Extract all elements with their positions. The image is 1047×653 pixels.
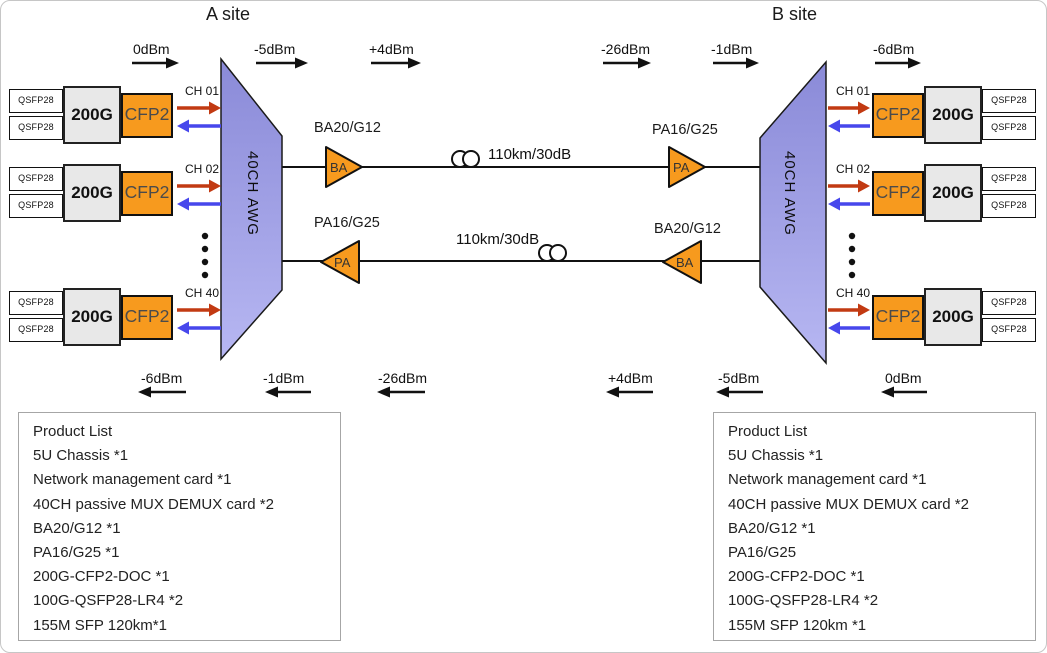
power-label: -26dBm	[601, 41, 651, 57]
product-list-item: PA16/G25 *1	[33, 544, 120, 562]
product-list-item: Network management card *1	[33, 471, 232, 489]
power-flow-arrow-right	[132, 57, 921, 69]
booster-model-label: BA20/G12	[654, 221, 721, 237]
awg-label-site-b: 40CH AWG	[781, 151, 798, 236]
channel-rx-arrows-site-a	[177, 119, 221, 335]
qsfp28-module: QSFP28	[982, 194, 1036, 218]
preamp-model-label: PA16/G25	[314, 215, 380, 231]
channel-label: CH 40	[185, 286, 220, 300]
qsfp28-module: QSFP28	[9, 116, 63, 140]
cfp2-line-module: CFP2	[121, 93, 173, 138]
product-list-item: BA20/G12 *1	[728, 519, 816, 537]
cfp2-line-module: CFP2	[872, 93, 924, 138]
booster-amp-a-label: BA	[330, 160, 348, 175]
product-list-item: 200G-CFP2-DOC *1	[728, 568, 865, 586]
site-b-title: B site	[772, 4, 818, 24]
qsfp28-module: QSFP28	[982, 318, 1036, 342]
channel-label: CH 01	[836, 84, 871, 98]
product-list-item: 5U Chassis *1	[33, 447, 129, 465]
200g-muxponder: 200G	[924, 288, 982, 346]
product-list-item: Network management card *1	[728, 471, 927, 489]
booster-amp-b-label: BA	[676, 255, 694, 270]
power-label: +4dBm	[369, 41, 414, 57]
product-list-site-b: Product List 5U Chassis *1 Network manag…	[713, 412, 1036, 641]
200g-muxponder: 200G	[63, 164, 121, 222]
cfp2-line-module: CFP2	[872, 171, 924, 216]
power-label: -5dBm	[718, 370, 760, 386]
coil-circle	[462, 150, 480, 168]
channel-rx-arrows-site-b	[828, 119, 870, 335]
fiber-coil-icon	[451, 150, 480, 168]
preamp-model-label: PA16/G25	[652, 122, 718, 138]
channel-tx-arrows-site-a	[177, 101, 221, 317]
product-list-item: 100G-QSFP28-LR4 *2	[33, 592, 184, 610]
fiber-span-label: 110km/30dB	[488, 146, 572, 163]
product-list-item: 155M SFP 120km*1	[33, 616, 167, 634]
power-label: -1dBm	[263, 370, 305, 386]
200g-muxponder: 200G	[924, 86, 982, 144]
product-list-item: 100G-QSFP28-LR4 *2	[728, 592, 879, 610]
product-list-item: 155M SFP 120km *1	[728, 616, 867, 634]
qsfp28-module: QSFP28	[9, 318, 63, 342]
product-list-item: BA20/G12 *1	[33, 519, 121, 537]
qsfp28-module: QSFP28	[982, 291, 1036, 315]
power-label: -5dBm	[254, 41, 296, 57]
channel-label: CH 01	[185, 84, 220, 98]
cfp2-line-module: CFP2	[121, 171, 173, 216]
power-label: +4dBm	[608, 370, 653, 386]
qsfp28-module: QSFP28	[9, 89, 63, 113]
qsfp28-module: QSFP28	[982, 89, 1036, 113]
awg-mux-site-b	[759, 59, 827, 366]
product-list-site-a: Product List 5U Chassis *1 Network manag…	[18, 412, 341, 641]
200g-muxponder: 200G	[924, 164, 982, 222]
qsfp28-module: QSFP28	[982, 116, 1036, 140]
product-list-title: Product List	[33, 423, 113, 440]
channel-ellipsis-site-b	[848, 232, 856, 279]
channel-tx-arrows-site-b	[828, 101, 870, 317]
power-label: -26dBm	[378, 370, 428, 386]
product-list-item: 40CH passive MUX DEMUX card *2	[728, 495, 969, 513]
product-list-title: Product List	[728, 423, 808, 440]
product-list-item: 40CH passive MUX DEMUX card *2	[33, 495, 274, 513]
site-a-title: A site	[206, 4, 251, 24]
channel-label: CH 02	[836, 162, 871, 176]
product-list-item: 5U Chassis *1	[728, 447, 824, 465]
preamp-a-label: PA	[334, 255, 351, 270]
power-label: -6dBm	[873, 41, 915, 57]
preamp-site-a	[320, 240, 360, 284]
cfp2-line-module: CFP2	[872, 295, 924, 340]
coil-circle	[549, 244, 567, 262]
channel-label: CH 40	[836, 286, 871, 300]
power-label: 0dBm	[133, 41, 170, 57]
power-flow-arrow-left	[138, 386, 927, 398]
product-list-item: PA16/G25	[728, 544, 797, 562]
qsfp28-module: QSFP28	[9, 194, 63, 218]
power-label: -1dBm	[711, 41, 753, 57]
preamp-b-label: PA	[673, 160, 690, 175]
preamp-site-b	[668, 146, 706, 188]
qsfp28-module: QSFP28	[9, 291, 63, 315]
product-list-item: 200G-CFP2-DOC *1	[33, 568, 170, 586]
200g-muxponder: 200G	[63, 86, 121, 144]
fiber-coil-icon	[538, 244, 567, 262]
booster-model-label: BA20/G12	[314, 120, 381, 136]
200g-muxponder: 200G	[63, 288, 121, 346]
power-label: 0dBm	[885, 370, 922, 386]
channel-label: CH 02	[185, 162, 220, 176]
awg-label-site-a: 40CH AWG	[244, 151, 261, 236]
fiber-span-label: 110km/30dB	[456, 231, 540, 248]
qsfp28-module: QSFP28	[982, 167, 1036, 191]
booster-amp-site-b	[662, 240, 702, 284]
channel-ellipsis-site-a	[201, 232, 209, 279]
power-label: -6dBm	[141, 370, 183, 386]
qsfp28-module: QSFP28	[9, 167, 63, 191]
cfp2-line-module: CFP2	[121, 295, 173, 340]
booster-amp-site-a	[325, 146, 363, 188]
awg-mux-site-a	[220, 56, 283, 361]
